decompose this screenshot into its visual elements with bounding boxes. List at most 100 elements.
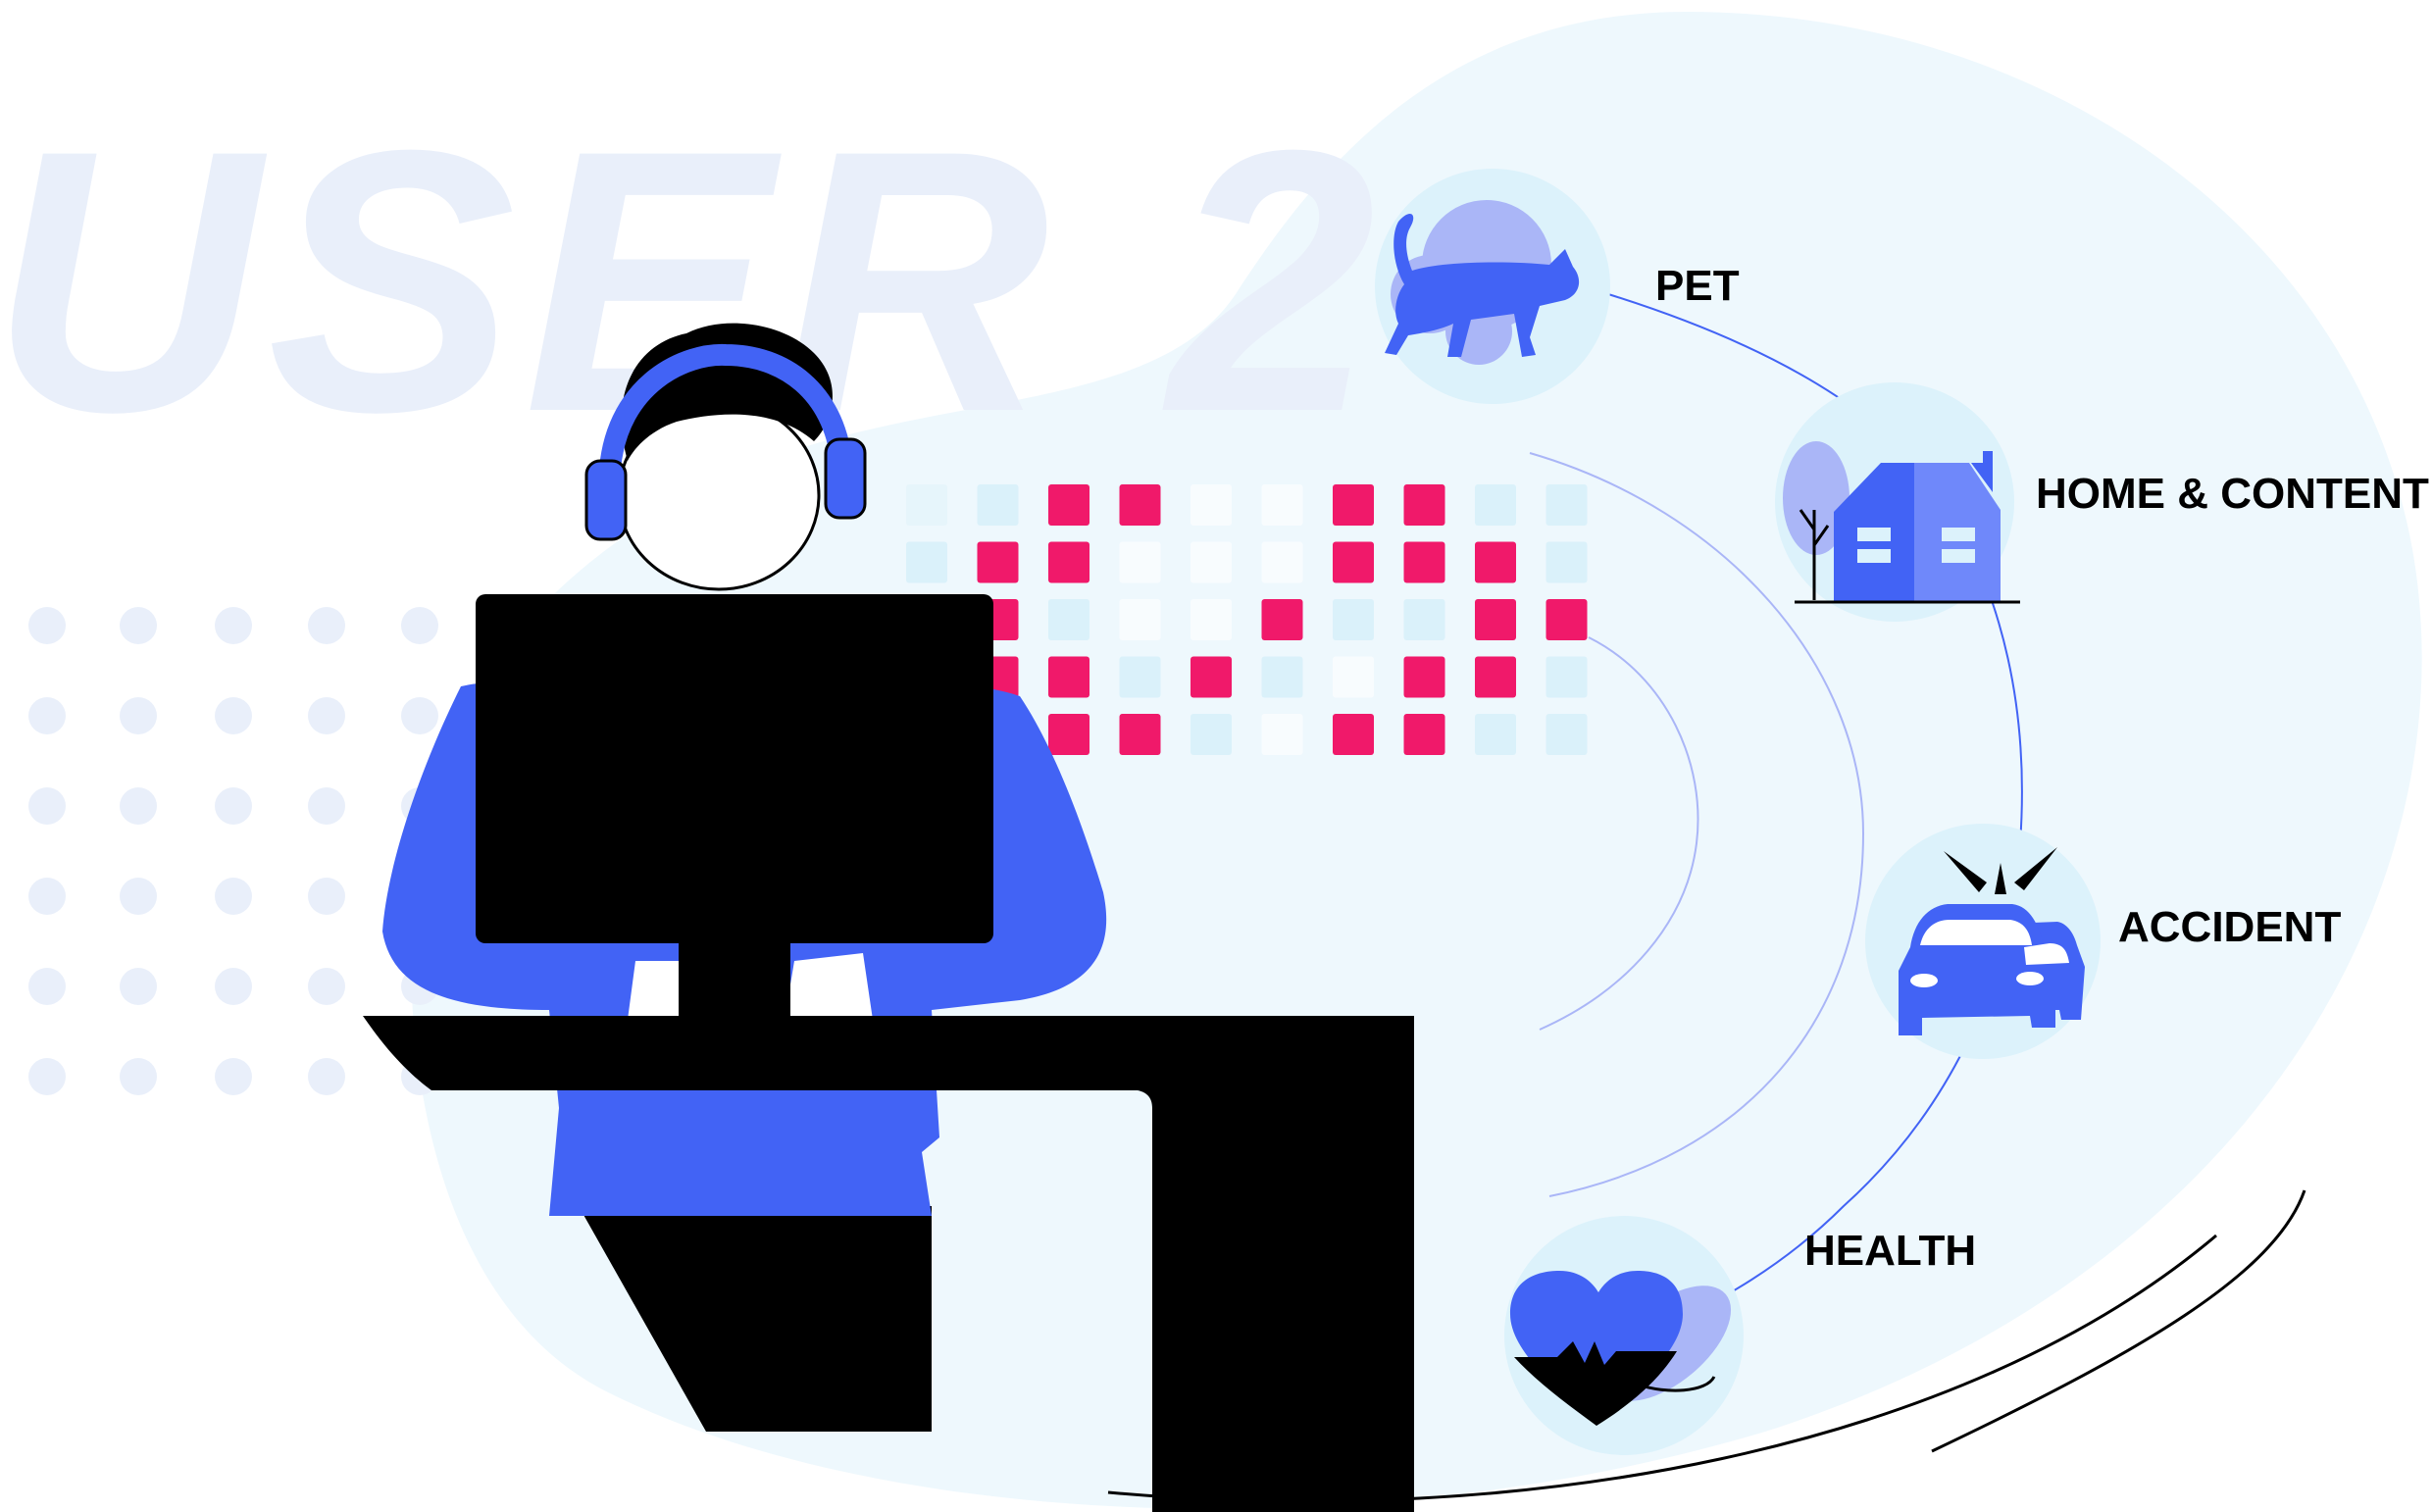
grid-cell [1261,599,1303,640]
decor-dot [215,697,252,734]
grid-cell [1048,656,1089,698]
grid-cell [1261,714,1303,755]
grid-cell [906,484,947,526]
decor-dot [28,787,66,825]
grid-cell [1119,714,1161,755]
decor-dot [308,697,345,734]
decor-dot [28,1058,66,1095]
grid-cell [1333,484,1374,526]
computer-monitor [476,594,993,1020]
concentric-arcs [1529,452,1865,1197]
grid-cell [1191,599,1232,640]
decor-dot [28,968,66,1005]
decor-dot [401,697,438,734]
cat-icon [1385,214,1580,357]
grid-cell [1475,541,1516,583]
decor-dot [215,1058,252,1095]
category-home: HOME & CONTENT [1775,382,2429,622]
grid-cell [1333,541,1374,583]
grid-cell [1119,541,1161,583]
grid-cell [1475,599,1516,640]
decor-dot [120,968,157,1005]
tree-crown [1783,441,1849,555]
decor-dot [120,878,157,915]
decor-dot [215,607,252,644]
decor-dot [308,1058,345,1095]
grid-cell [1333,656,1374,698]
category-health: HEALTH [1504,1216,1976,1455]
decor-dot [215,878,252,915]
grid-cell [1545,656,1588,698]
category-accident: ACCIDENT [1865,824,2341,1059]
grid-cell [1119,599,1161,640]
decor-dot [215,968,252,1005]
grid-cell [1261,541,1303,583]
grid-cell [977,541,1019,583]
accident-label: ACCIDENT [2118,903,2341,951]
shirt-detail [628,953,873,1020]
desk [363,1016,1414,1512]
grid-cell [1545,484,1588,526]
grid-cell [1048,714,1089,755]
grid-cell [1403,714,1445,755]
person-legs [579,1206,932,1432]
grid-cell [1048,599,1089,640]
health-label: HEALTH [1804,1227,1976,1275]
grid-cell [1403,599,1445,640]
grid-cell [977,484,1019,526]
grid-cell [1191,656,1232,698]
grid-cell [1475,484,1516,526]
grid-cell [1403,656,1445,698]
grid-cell [1475,656,1516,698]
decor-dot [120,697,157,734]
impact-marks [1944,847,2057,894]
house-icon [1834,451,2001,602]
decor-dot [308,787,345,825]
decor-dot [28,697,66,734]
grid-cell [1191,541,1232,583]
decor-dot [308,968,345,1005]
grid-cell [1545,714,1588,755]
category-pet: PET [1375,169,1740,404]
decor-dot [28,878,66,915]
grid-cell [1403,484,1445,526]
decor-dot [308,607,345,644]
headset-ear-cup-right [824,437,867,520]
heart-pulse-icon [1510,1271,1716,1426]
grid-cell [1191,714,1232,755]
pet-label: PET [1655,262,1740,310]
grid-cell [1119,484,1161,526]
decor-dot [28,607,66,644]
grid-cell [1545,541,1588,583]
desk-leg [1138,1090,1414,1512]
decor-dot [120,1058,157,1095]
grid-cell [1048,484,1089,526]
grid-cell [1261,484,1303,526]
grid-cell [1191,484,1232,526]
decor-dot [120,607,157,644]
grid-cell [1119,656,1161,698]
desk-top [363,1016,1414,1090]
decor-dot [308,878,345,915]
monitor-stand [679,941,790,1020]
car-crash-icon [1899,904,2085,1035]
grid-cell [1333,599,1374,640]
decor-dot [120,787,157,825]
tree-trunk [1799,509,1830,600]
decor-dot [215,787,252,825]
monitor-screen [476,594,993,943]
grid-cell [906,541,947,583]
headset-ear-cup-left [584,459,628,541]
dot-grid [28,607,438,1095]
home-label: HOME & CONTENT [2036,470,2429,518]
headset-band [599,343,852,479]
grid-cell [1048,541,1089,583]
grid-cell [1403,541,1445,583]
grid-cell [1545,599,1588,640]
grid-cell [1333,714,1374,755]
grid-cell [1261,656,1303,698]
decor-dot [401,607,438,644]
grid-cell [1475,714,1516,755]
